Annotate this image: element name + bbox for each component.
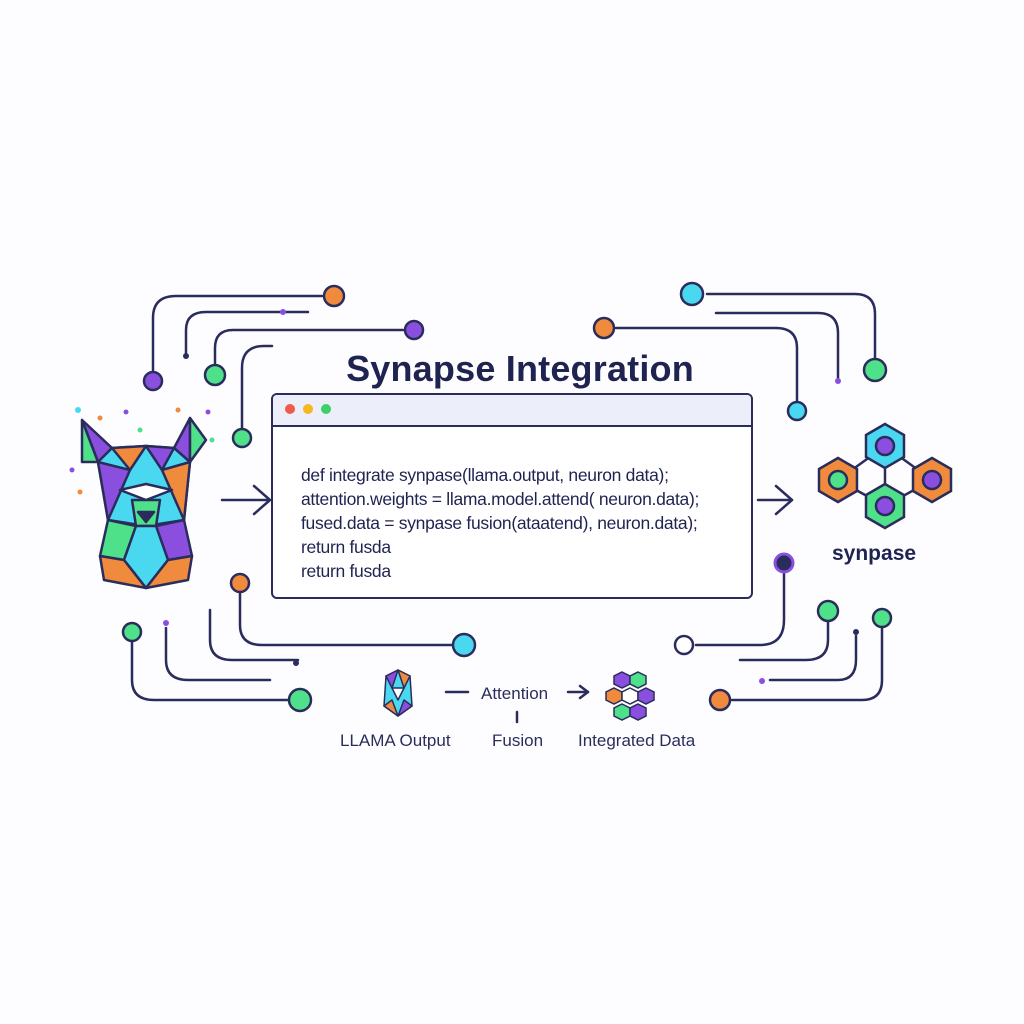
flow-label-integrated-data: Integrated Data <box>578 731 696 750</box>
synapse-label: synpase <box>832 542 917 565</box>
circuit-nodes <box>121 281 893 713</box>
llama-head-icon <box>80 416 208 590</box>
code-line: return fusda <box>301 537 391 557</box>
llama-output-icon <box>383 669 413 717</box>
maximize-dot-icon[interactable] <box>321 404 331 414</box>
code-line: return fusda <box>301 561 391 581</box>
code-line: fused.data = synpase fusion(ataatend), n… <box>301 513 698 533</box>
minimize-dot-icon[interactable] <box>303 404 313 414</box>
confetti-dots <box>69 407 215 495</box>
close-dot-icon[interactable] <box>285 404 295 414</box>
code-line: def integrate synpase(llama.output, neur… <box>301 465 669 485</box>
flow-label-llama-output: LLAMA Output <box>340 731 451 750</box>
synapse-cluster-icon <box>817 422 953 530</box>
code-window: def integrate synpase(llama.output, neur… <box>271 393 753 599</box>
flow-label-fusion: Fusion <box>492 731 544 750</box>
flow-label-attention: Attention <box>481 684 549 703</box>
window-titlebar <box>273 395 751 427</box>
diagram-title: Synapse Integration <box>346 348 694 389</box>
code-line: attention.weights = llama.model.attend( … <box>301 489 700 509</box>
integrated-data-icon <box>605 671 655 721</box>
